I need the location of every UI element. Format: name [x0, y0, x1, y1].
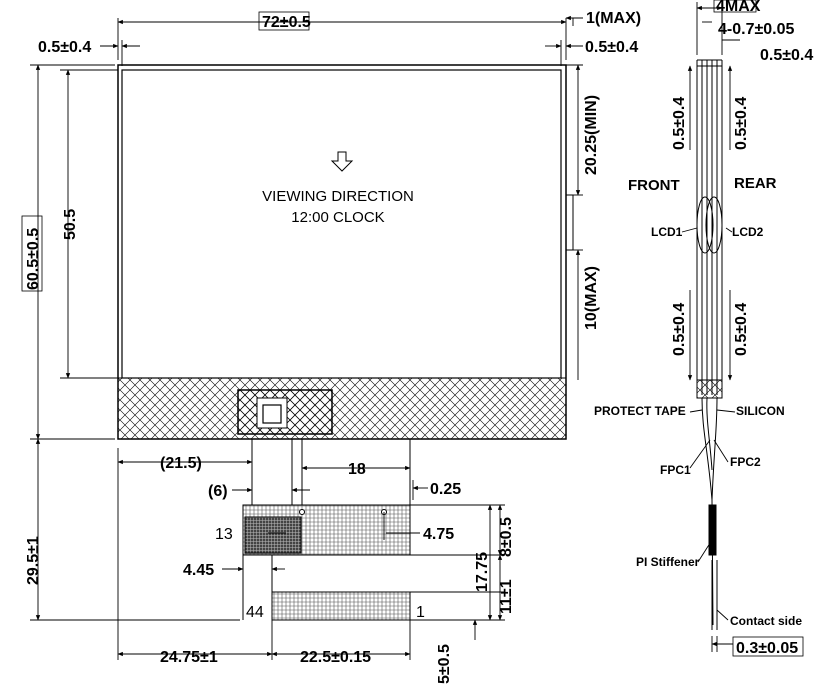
label-silicon: SILICON — [736, 404, 785, 418]
dim-front-bottom: 0.5±0.4 — [671, 303, 688, 356]
dim-bezel-right: 0.5±0.4 — [585, 39, 638, 56]
side-dimension-lines — [681, 2, 740, 652]
dim-4-45: 4.45 — [183, 562, 214, 579]
viewing-arrow-icon — [330, 151, 354, 172]
side-view — [696, 59, 723, 630]
bottom-ledge — [117, 377, 567, 440]
dim-18: 18 — [348, 461, 366, 478]
front-view — [117, 64, 574, 621]
label-lcd1: LCD1 — [651, 225, 683, 239]
fpc-contact-area — [271, 591, 411, 621]
dim-10-max: 10(MAX) — [583, 266, 600, 330]
dim-width: 72±0.5 — [262, 14, 311, 31]
dim-active-height: 50.5 — [62, 209, 79, 240]
dim-24-75: 24.75±1 — [160, 649, 218, 666]
label-front: FRONT — [628, 177, 680, 194]
dim-22-5: 22.5±0.15 — [300, 649, 371, 666]
dim-29-5: 29.5±1 — [25, 536, 42, 585]
dim-side-right-bezel: 0.5±0.4 — [760, 47, 813, 64]
dim-20-25-min: 20.25(MIN) — [583, 95, 600, 175]
dim-4-75: 4.75 — [423, 526, 454, 543]
viewing-direction-label: VIEWING DIRECTION — [262, 188, 414, 205]
viewing-clock-label: 12:00 CLOCK — [291, 209, 384, 226]
dim-13: 13 — [215, 526, 233, 543]
label-rear: REAR — [734, 175, 777, 192]
dim-11: 11±1 — [498, 579, 515, 614]
label-fpc2: FPC2 — [730, 455, 761, 469]
dim-top-max: 1(MAX) — [586, 10, 641, 27]
dim-6: (6) — [208, 483, 228, 500]
pin-44-label: 44 — [246, 604, 264, 621]
dim-4max: 4MAX — [716, 0, 761, 15]
label-lcd2: LCD2 — [732, 225, 764, 239]
front-dimension-lines — [30, 15, 583, 660]
dim-fpc-thickness: 0.3±0.05 — [736, 640, 798, 657]
dim-thickness: 4-0.7±0.05 — [718, 21, 794, 38]
label-fpc1: FPC1 — [660, 463, 691, 477]
label-protect-tape: PROTECT TAPE — [594, 404, 686, 418]
dim-front-top: 0.5±0.4 — [671, 97, 688, 150]
dim-rear-bottom: 0.5±0.4 — [733, 303, 750, 356]
dim-0-25: 0.25 — [430, 481, 461, 498]
dim-17-75: 17.75 — [474, 552, 491, 592]
fpc-dark-area — [244, 516, 302, 554]
dim-rear-top: 0.5±0.4 — [733, 97, 750, 150]
dim-height: 60.5±0.5 — [25, 228, 42, 290]
pin-1-label: 1 — [416, 604, 425, 621]
dim-8: 8±0.5 — [498, 517, 515, 557]
dim-bezel-left: 0.5±0.4 — [38, 39, 91, 56]
label-contact-side: Contact side — [730, 614, 802, 628]
dim-5: 5±0.5 — [436, 644, 453, 684]
label-pi-stiffener: PI Stiffener — [636, 555, 700, 569]
dim-21-5: (21.5) — [160, 455, 202, 472]
